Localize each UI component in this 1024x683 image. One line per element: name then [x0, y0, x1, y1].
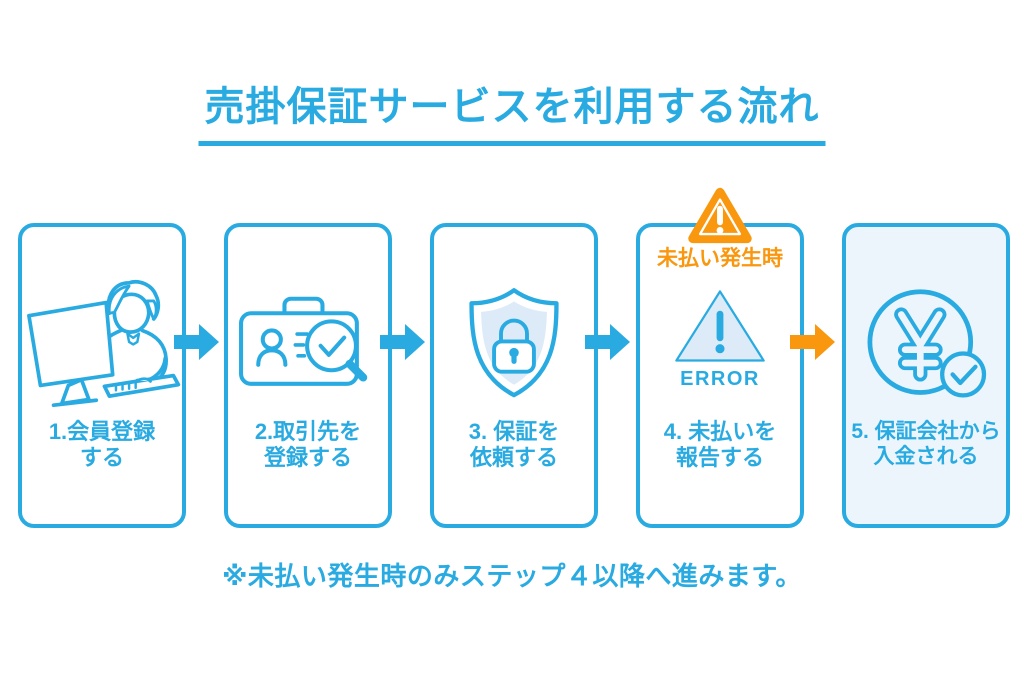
- step-3-label-line1: 3. 保証を: [468, 419, 560, 444]
- step-2-label-line2: 登録する: [263, 445, 352, 471]
- flow-arrow-4-orange: [790, 322, 836, 362]
- step-1-label: 1.会員登録 する: [12, 419, 192, 472]
- step-2-label: 2.取引先を 登録する: [218, 419, 398, 472]
- step-5-label: 5. 保証会社から 入金される: [836, 419, 1016, 469]
- step-3-icon-area: [434, 263, 594, 425]
- step-card-3: 3. 保証を 依頼する: [430, 223, 598, 528]
- flow-arrow-2-blue: [380, 322, 426, 362]
- step-1-label-line2: する: [79, 445, 124, 471]
- error-triangle-icon: [675, 290, 765, 362]
- step-1-label-line1: 1.会員登録: [48, 419, 156, 444]
- page-title: 売掛保証サービスを利用する流れ: [198, 74, 826, 146]
- step-3-label: 3. 保証を 依頼する: [424, 419, 604, 472]
- alert-badge-icon: [687, 186, 753, 249]
- step-4-label: 4. 未払いを 報告する: [630, 419, 810, 472]
- step-5-label-line1: 5. 保証会社から: [851, 420, 1001, 443]
- yen-received-icon: [867, 289, 987, 398]
- step-card-5: 5. 保証会社から 入金される: [842, 223, 1010, 528]
- step-4-label-line2: 報告する: [675, 445, 764, 471]
- step-card-4: 未払い発生時 ERROR 4. 未払いを 報告する: [636, 187, 804, 528]
- client-folder-search-icon: [239, 296, 368, 386]
- step-1-icon-area: [22, 263, 182, 425]
- flow-arrow-1-blue: [174, 322, 220, 362]
- step-4-label-line1: 4. 未払いを: [663, 419, 777, 444]
- shield-lock-icon: [469, 288, 559, 398]
- step-4-icon-area: [640, 285, 800, 367]
- unpaid-badge-label: 未払い発生時: [657, 247, 783, 270]
- step-2-label-line1: 2.取引先を: [254, 419, 362, 444]
- step-2-icon-area: [228, 263, 388, 425]
- step-5-label-line2: 入金される: [873, 445, 979, 469]
- error-caption: ERROR: [680, 368, 760, 390]
- step-3-label-line2: 依頼する: [469, 445, 558, 471]
- footnote: ※未払い発生時のみステップ４以降へ進みます。: [222, 561, 802, 591]
- step-card-1: 1.会員登録 する: [18, 223, 186, 528]
- flow-arrow-3-blue: [585, 322, 631, 362]
- step-5-icon-area: [846, 263, 1006, 425]
- person-at-computer-icon: [27, 280, 181, 408]
- step-card-2: 2.取引先を 登録する: [224, 223, 392, 528]
